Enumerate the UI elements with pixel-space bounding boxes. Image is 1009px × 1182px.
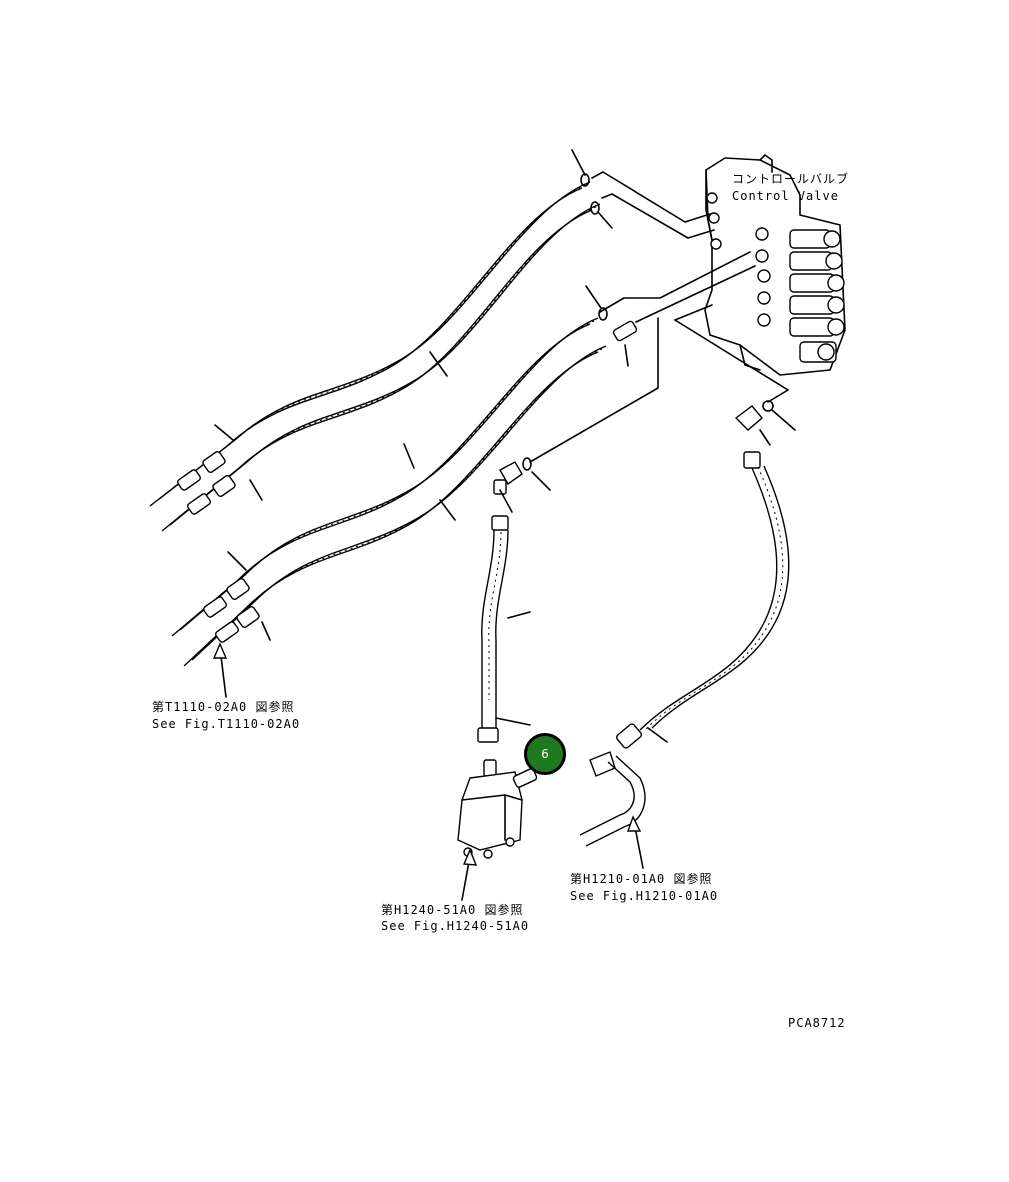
lower-hose-pair: [171, 317, 638, 667]
part-callout-6[interactable]: 6: [524, 733, 566, 775]
ref-h1240-jp: 第H1240-51A0 図参照: [381, 903, 524, 917]
ref-h1210-en: See Fig.H1210-01A0: [570, 889, 719, 903]
right-hose-assembly: [579, 400, 790, 847]
drawing-code: PCA8712: [788, 1016, 846, 1030]
upper-hose-pair: [149, 181, 601, 532]
ref-h1240-en: See Fig.H1240-51A0: [381, 919, 530, 933]
ref-t1110-en: See Fig.T1110-02A0: [152, 717, 301, 731]
lower-valve-block: [457, 768, 538, 859]
ref-h1210-jp: 第H1210-01A0 図参照: [570, 872, 713, 886]
reference-arrows: [212, 642, 644, 901]
leader-lines: [214, 149, 796, 743]
port-routing-lines: [529, 171, 789, 463]
control-valve-label-en: Control Valve: [732, 189, 839, 203]
control-valve-label-jp: コントロールバルブ: [732, 172, 850, 186]
ref-t1110-jp: 第T1110-02A0 図参照: [152, 700, 295, 714]
control-valve-body: [704, 154, 846, 376]
valve-spools: [789, 229, 845, 363]
o-rings: [522, 173, 608, 471]
valve-ports: [706, 192, 771, 327]
vertical-hose-assembly: [477, 461, 523, 777]
